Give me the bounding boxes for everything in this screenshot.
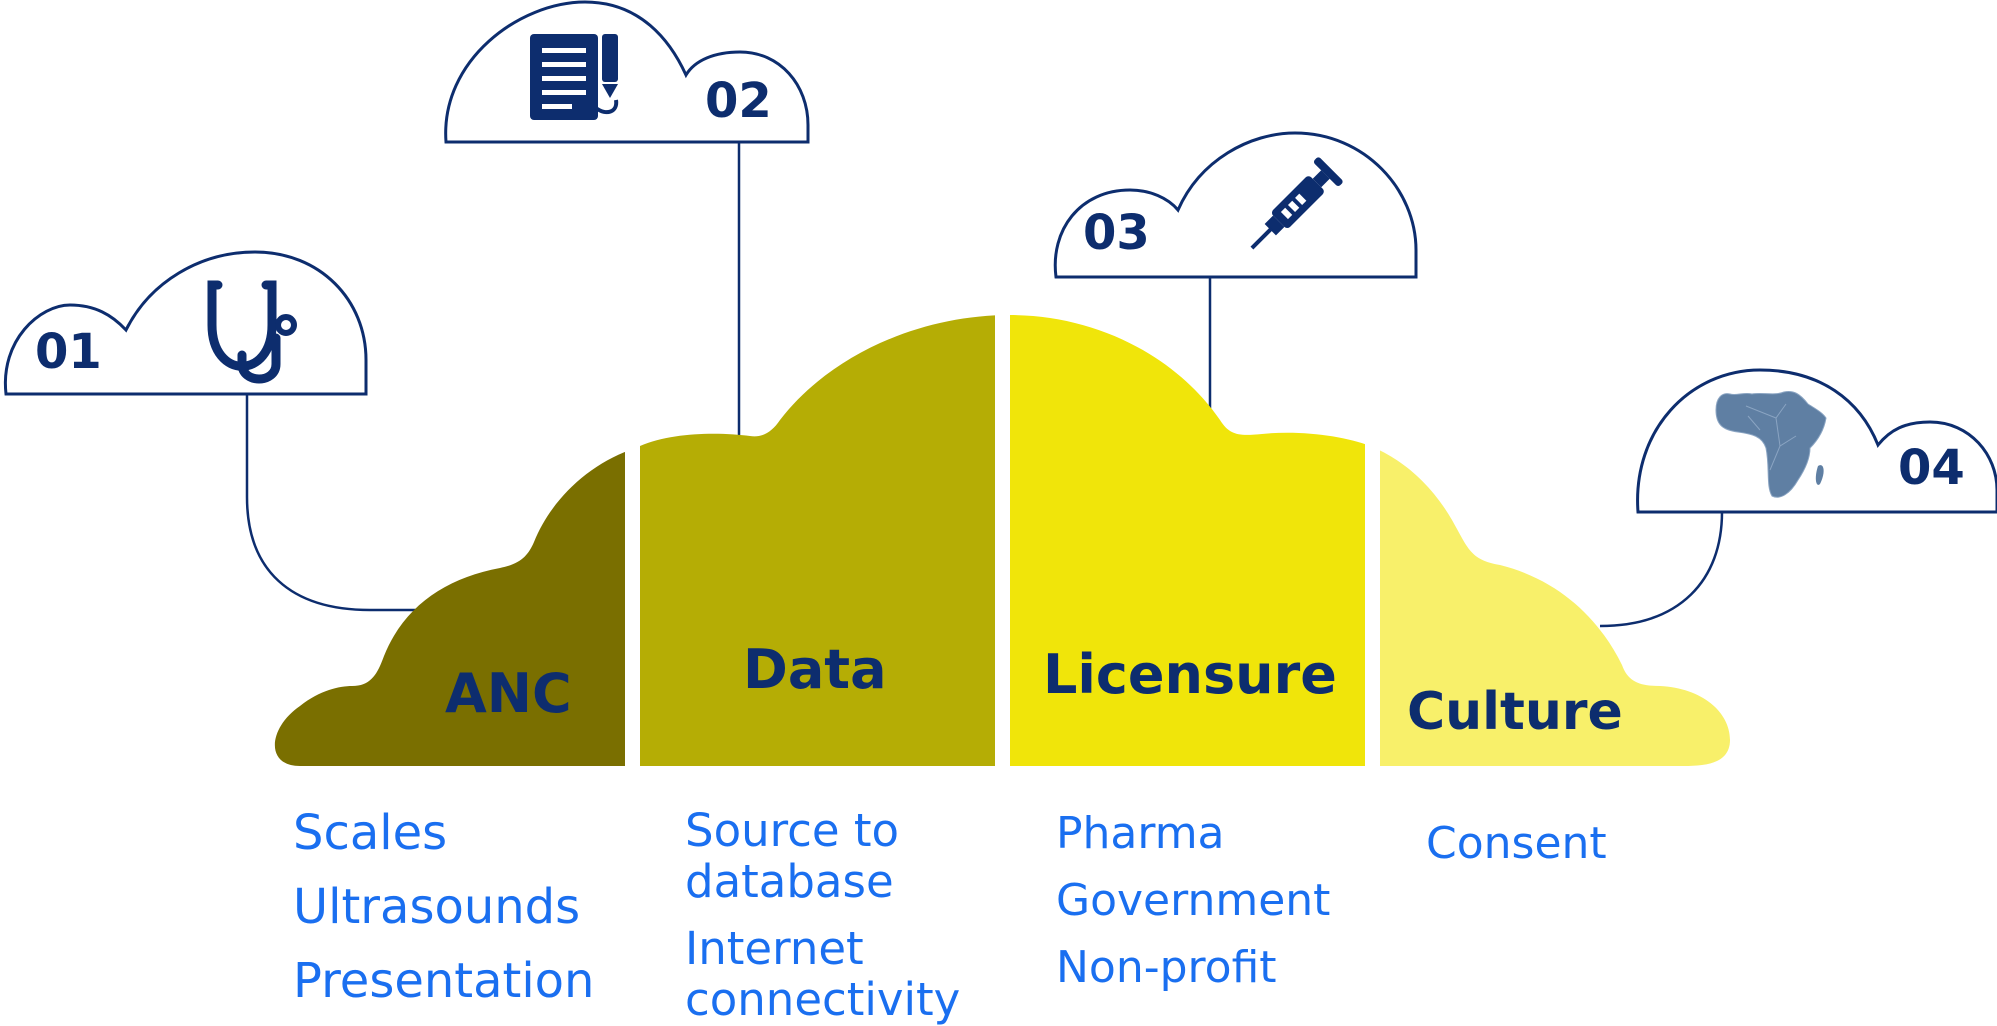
culture-items: Consent — [1426, 818, 1607, 869]
segment-data — [640, 315, 995, 766]
segment-licensure — [1010, 315, 1365, 766]
anc-items: Scales Ultrasounds Presentation — [293, 796, 594, 1018]
licensure-items: Pharma Government Non-profit — [1056, 800, 1330, 1001]
segment-label-anc: ANC — [445, 662, 572, 725]
list-item: Government — [1056, 875, 1331, 926]
list-item: Source to — [685, 804, 900, 857]
connector-lines — [245, 142, 1724, 628]
list-item: Scales — [293, 805, 448, 861]
list-item: Ultrasounds — [293, 879, 581, 935]
step-number-03: 03 — [1083, 205, 1150, 261]
syringe-icon — [1250, 157, 1343, 250]
segment-label-data: Data — [743, 638, 887, 701]
list-item: Consent — [1426, 818, 1607, 869]
list-item: Non-profit — [1056, 942, 1277, 993]
list-item: database — [685, 855, 894, 908]
segment-label-licensure: Licensure — [1043, 643, 1337, 706]
step-number-02: 02 — [705, 73, 772, 129]
data-items: Source to database Internet connectivity — [685, 805, 960, 1025]
list-item: Presentation — [293, 953, 595, 1009]
stethoscope-icon — [207, 280, 297, 384]
connector-01 — [245, 394, 430, 612]
document-pen-icon — [530, 34, 619, 120]
step-number-01: 01 — [35, 324, 102, 380]
list-item: Pharma — [1056, 808, 1225, 859]
list-item: connectivity — [685, 973, 961, 1026]
connector-04 — [1599, 511, 1724, 628]
list-item: Internet — [685, 922, 864, 975]
segment-label-culture: Culture — [1407, 682, 1623, 742]
africa-map-icon — [1715, 391, 1827, 498]
step-number-04: 04 — [1898, 440, 1965, 496]
